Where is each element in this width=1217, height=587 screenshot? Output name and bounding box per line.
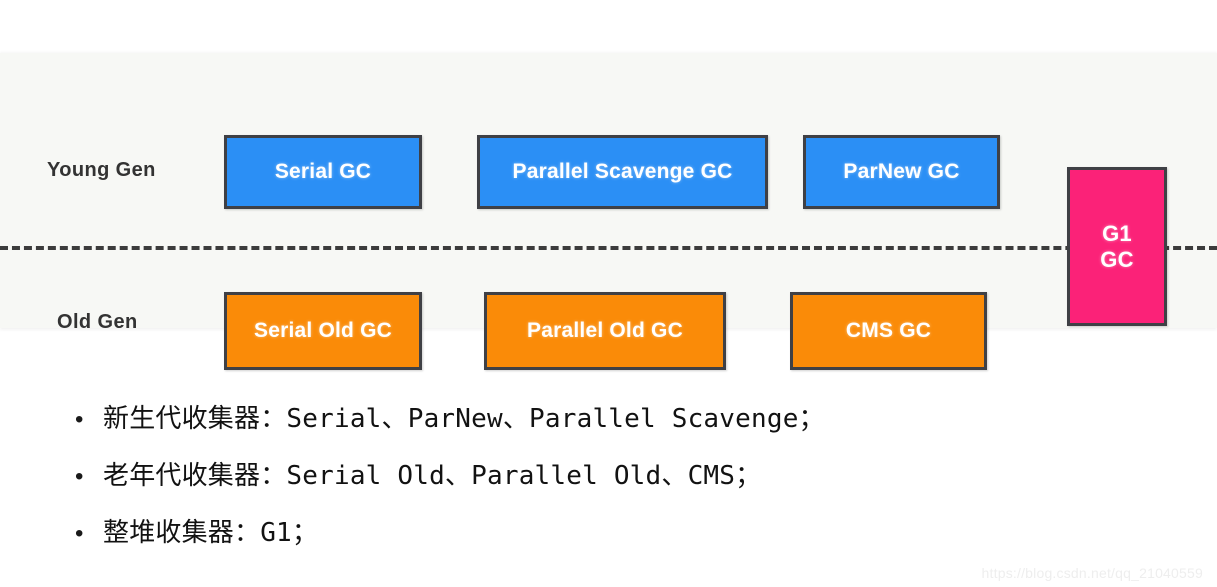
gc-box-serial-old-gc: Serial Old GC bbox=[224, 292, 422, 370]
old-gen-row-label: Old Gen bbox=[57, 311, 138, 333]
generation-divider-dashed-line bbox=[0, 246, 1217, 250]
list-item: • 老年代收集器：Serial Old、Parallel Old、CMS； bbox=[0, 455, 1217, 512]
gc-box-cms-gc: CMS GC bbox=[790, 292, 987, 370]
gc-collector-diagram-panel: Young Gen Old Gen Serial GC Parallel Sca… bbox=[0, 53, 1217, 370]
gc-box-parallel-old-gc: Parallel Old GC bbox=[484, 292, 726, 370]
bullet-text-young-gen: 新生代收集器：Serial、ParNew、Parallel Scavenge； bbox=[103, 404, 825, 434]
gc-box-parnew-gc: ParNew GC bbox=[803, 135, 1000, 209]
bullet-marker-icon: • bbox=[75, 463, 84, 490]
list-item: • 整堆收集器：G1； bbox=[0, 512, 1217, 569]
g1-gc-label-line1: G1 bbox=[1102, 220, 1132, 246]
gc-box-serial-gc: Serial GC bbox=[224, 135, 422, 209]
list-item: • 新生代收集器：Serial、ParNew、Parallel Scavenge… bbox=[0, 398, 1217, 455]
bullet-marker-icon: • bbox=[75, 520, 84, 547]
young-gen-row-label: Young Gen bbox=[47, 159, 156, 181]
collector-summary-bullet-list: • 新生代收集器：Serial、ParNew、Parallel Scavenge… bbox=[0, 398, 1217, 569]
bullet-marker-icon: • bbox=[75, 406, 84, 433]
bullet-text-whole-heap: 整堆收集器：G1； bbox=[103, 518, 319, 548]
gc-box-g1-gc: G1 GC bbox=[1067, 167, 1167, 326]
gc-box-parallel-scavenge-gc: Parallel Scavenge GC bbox=[477, 135, 768, 209]
bullet-text-old-gen: 老年代收集器：Serial Old、Parallel Old、CMS； bbox=[103, 461, 762, 491]
g1-gc-label-line2: GC bbox=[1100, 246, 1134, 272]
source-watermark: https://blog.csdn.net/qq_21040559 bbox=[981, 565, 1203, 581]
